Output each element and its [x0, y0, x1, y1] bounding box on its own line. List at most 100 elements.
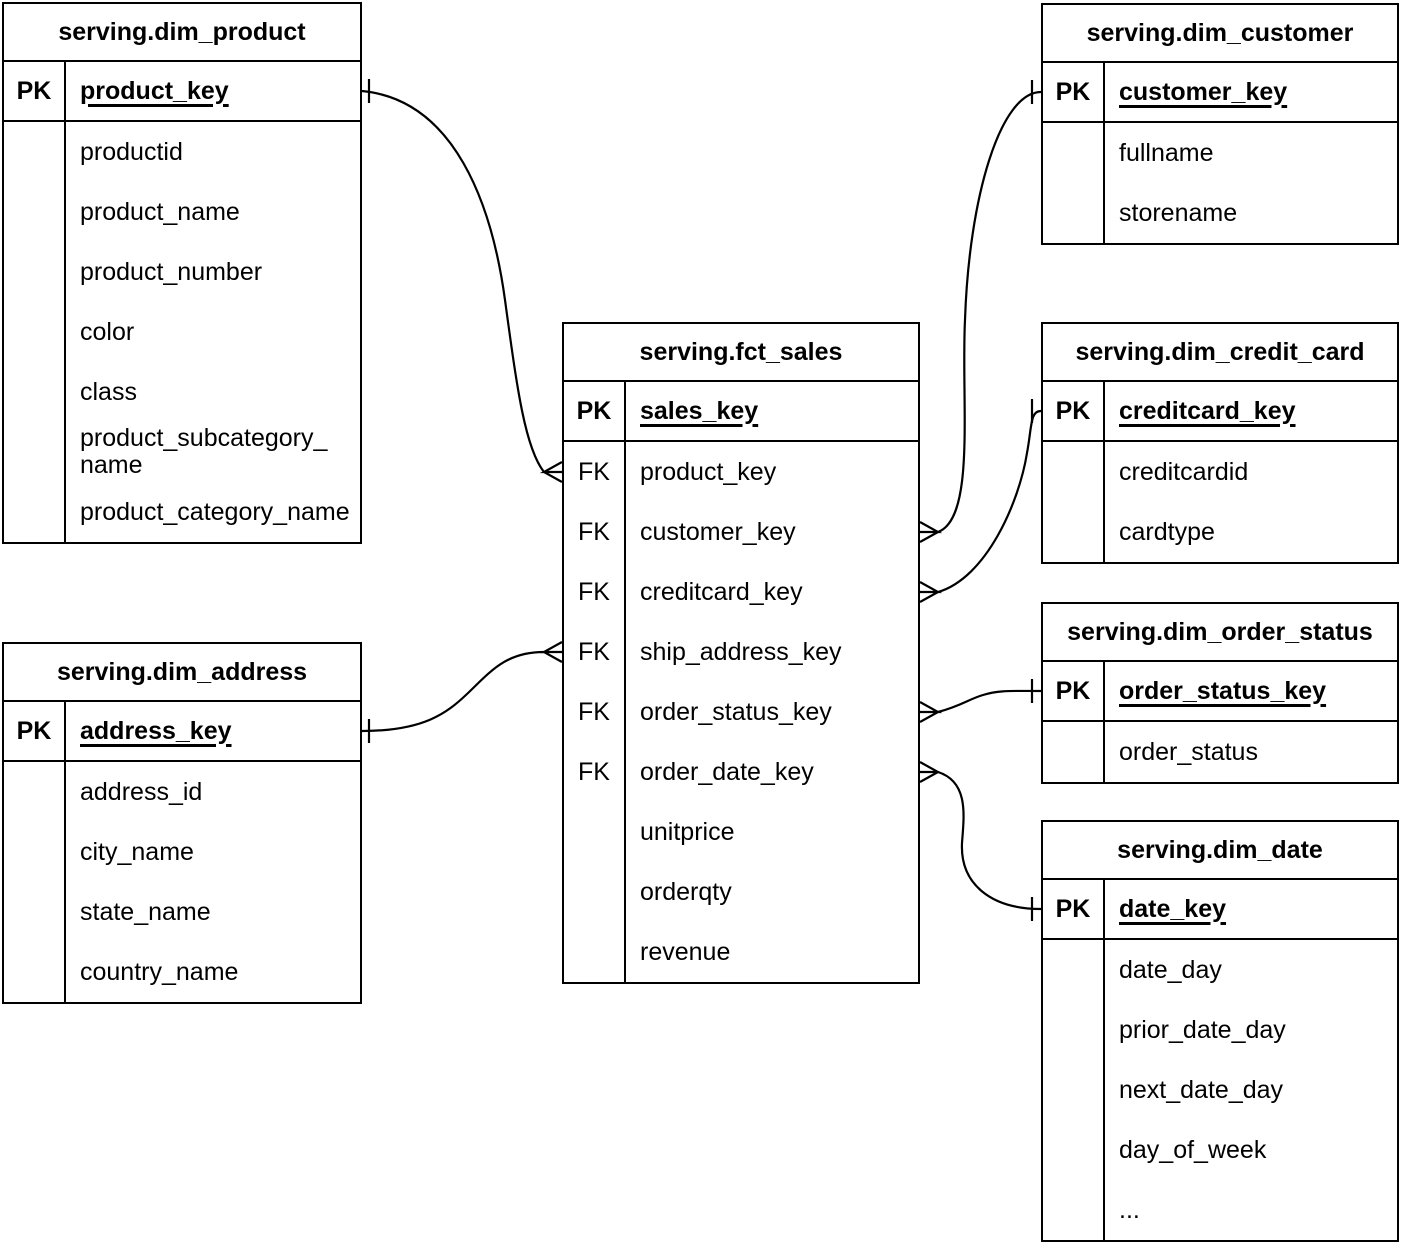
- row-next-date-day: next_date_day: [1043, 1060, 1397, 1120]
- field-name: order_status: [1119, 737, 1258, 766]
- table-title: serving.dim_date: [1043, 822, 1397, 880]
- table-title: serving.dim_customer: [1043, 5, 1397, 63]
- key-spacer: [4, 182, 66, 242]
- key-spacer: [1043, 502, 1105, 562]
- crow-foot-many-marker: [539, 461, 563, 483]
- field-name: product_subcategory_ name: [80, 424, 328, 479]
- relation-sales-customer[interactable]: [919, 80, 1042, 543]
- table-dim-date[interactable]: serving.dim_date PK date_key date_day pr…: [1041, 820, 1399, 1242]
- row-product-name: product_name: [4, 182, 360, 242]
- row-order-date-key: FK order_date_key: [564, 742, 918, 802]
- key-spacer: [4, 362, 66, 422]
- pk-row: PK date_key: [1043, 880, 1397, 940]
- table-fct-sales[interactable]: serving.fct_sales PK sales_key FK produc…: [562, 322, 920, 984]
- key-spacer: [4, 422, 66, 482]
- pk-row: PK order_status_key: [1043, 662, 1397, 722]
- key-spacer: [4, 122, 66, 182]
- field-name: product_key: [640, 457, 777, 486]
- key-spacer: [564, 862, 626, 922]
- pk-field-name: order_status_key: [1119, 676, 1327, 705]
- relation-sales-address[interactable]: [361, 641, 563, 743]
- table-dim-address[interactable]: serving.dim_address PK address_key addre…: [2, 642, 362, 1004]
- field-name: date_day: [1119, 955, 1222, 984]
- row-fullname: fullname: [1043, 123, 1397, 183]
- row-productid: productid: [4, 122, 360, 182]
- relation-curve: [937, 770, 1042, 911]
- field-name: city_name: [80, 837, 194, 866]
- relation-sales-date[interactable]: [919, 761, 1042, 921]
- row-color: color: [4, 302, 360, 362]
- table-dim-product[interactable]: serving.dim_product PK product_key produ…: [2, 2, 362, 544]
- table-title: serving.fct_sales: [564, 324, 918, 382]
- relation-sales-credit-card[interactable]: [919, 399, 1042, 603]
- key-spacer: [4, 882, 66, 942]
- key-spacer: [4, 302, 66, 362]
- table-title: serving.dim_order_status: [1043, 604, 1397, 662]
- pk-row: PK creditcard_key: [1043, 382, 1397, 442]
- table-dim-order-status[interactable]: serving.dim_order_status PK order_status…: [1041, 602, 1399, 784]
- field-name: next_date_day: [1119, 1075, 1284, 1104]
- relation-curve: [361, 650, 545, 733]
- row-cardtype: cardtype: [1043, 502, 1397, 562]
- relation-curve: [937, 90, 1042, 534]
- field-name: fullname: [1119, 138, 1214, 167]
- field-name: prior_date_day: [1119, 1015, 1286, 1044]
- row-state-name: state_name: [4, 882, 360, 942]
- row-day-of-week: day_of_week: [1043, 1120, 1397, 1180]
- pk-badge: PK: [4, 702, 66, 760]
- fk-badge: FK: [564, 562, 626, 622]
- table-dim-credit-card[interactable]: serving.dim_credit_card PK creditcard_ke…: [1041, 322, 1399, 564]
- pk-field-name: product_key: [80, 76, 229, 105]
- crow-foot-many-marker: [919, 521, 943, 543]
- relation-sales-product[interactable]: [361, 79, 563, 483]
- fk-badge: FK: [564, 442, 626, 502]
- pk-badge: PK: [1043, 662, 1105, 720]
- key-spacer: [1043, 1060, 1105, 1120]
- row-unitprice: unitprice: [564, 802, 918, 862]
- relation-sales-order-status[interactable]: [919, 679, 1042, 723]
- key-spacer: [1043, 722, 1105, 782]
- relation-curve: [937, 409, 1042, 594]
- table-title: serving.dim_address: [4, 644, 360, 702]
- row-storename: storename: [1043, 183, 1397, 243]
- row-product-subcategory-name: product_subcategory_ name: [4, 422, 360, 482]
- row-ellipsis: ...: [1043, 1180, 1397, 1240]
- pk-badge: PK: [4, 62, 66, 120]
- key-spacer: [4, 482, 66, 542]
- field-name: color: [80, 317, 135, 346]
- pk-field-name: customer_key: [1119, 77, 1288, 106]
- field-name: ...: [1119, 1195, 1140, 1224]
- table-dim-customer[interactable]: serving.dim_customer PK customer_key ful…: [1041, 3, 1399, 245]
- row-order-status: order_status: [1043, 722, 1397, 782]
- field-name: country_name: [80, 957, 239, 986]
- key-spacer: [1043, 123, 1105, 183]
- field-name: customer_key: [640, 517, 796, 546]
- row-order-status-key: FK order_status_key: [564, 682, 918, 742]
- pk-badge: PK: [1043, 880, 1105, 938]
- crow-foot-many-marker: [919, 701, 943, 723]
- row-customer-key: FK customer_key: [564, 502, 918, 562]
- key-spacer: [1043, 1180, 1105, 1240]
- field-name: product_name: [80, 197, 240, 226]
- row-ship-address-key: FK ship_address_key: [564, 622, 918, 682]
- field-name: product_number: [80, 257, 263, 286]
- fk-badge: FK: [564, 622, 626, 682]
- row-orderqty: orderqty: [564, 862, 918, 922]
- row-creditcardid: creditcardid: [1043, 442, 1397, 502]
- pk-row: PK sales_key: [564, 382, 918, 442]
- pk-row: PK customer_key: [1043, 63, 1397, 123]
- field-name: creditcard_key: [640, 577, 803, 606]
- key-spacer: [564, 922, 626, 982]
- fk-badge: FK: [564, 742, 626, 802]
- row-class: class: [4, 362, 360, 422]
- key-spacer: [4, 942, 66, 1002]
- key-spacer: [4, 822, 66, 882]
- field-name: order_date_key: [640, 757, 814, 786]
- row-city-name: city_name: [4, 822, 360, 882]
- row-revenue: revenue: [564, 922, 918, 982]
- pk-field-name: sales_key: [640, 396, 759, 425]
- row-creditcard-key: FK creditcard_key: [564, 562, 918, 622]
- row-product-key: FK product_key: [564, 442, 918, 502]
